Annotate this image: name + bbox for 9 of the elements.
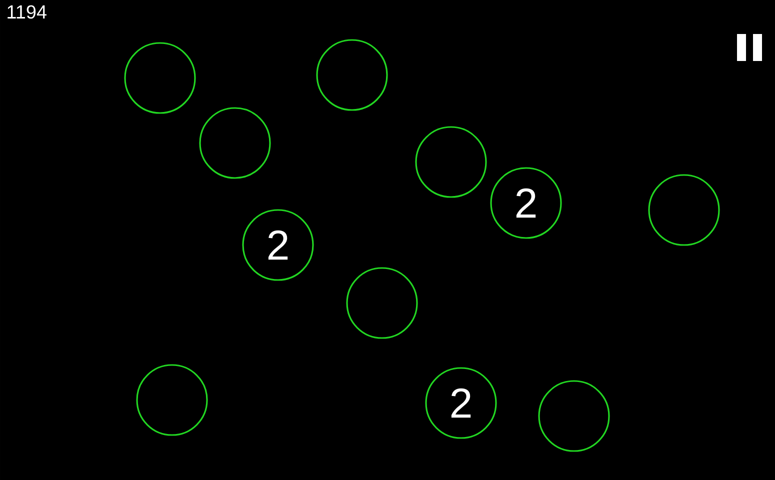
- circle: [124, 42, 196, 114]
- circle: [346, 267, 418, 339]
- circle: [316, 39, 388, 111]
- circle: [199, 107, 271, 179]
- circle: [415, 126, 487, 198]
- circle: [538, 380, 610, 452]
- circle: [648, 174, 720, 246]
- score-text: 1194: [8, 5, 46, 19]
- circle: [136, 364, 208, 436]
